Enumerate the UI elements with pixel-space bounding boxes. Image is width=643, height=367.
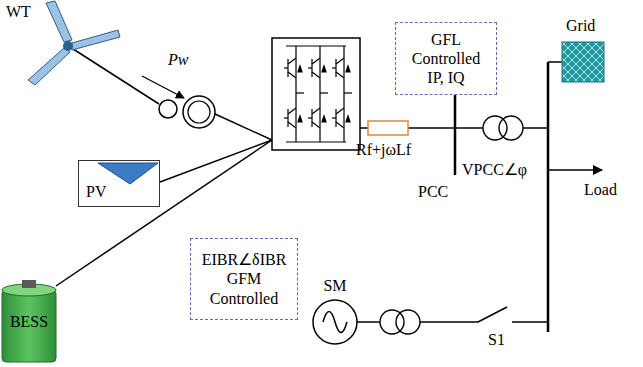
node-text: EIBR∠δIBR xyxy=(195,250,293,269)
node-text: BESS xyxy=(2,312,56,331)
control-box: GFL ControlledIP, IQ xyxy=(395,22,497,95)
pv-box: PV xyxy=(78,160,160,207)
control-box: EIBR∠δIBRGFM Controlled xyxy=(190,238,298,320)
ac-wires xyxy=(357,62,562,332)
inverter xyxy=(272,38,360,150)
converter-ring xyxy=(188,101,210,123)
switch-label: S1 xyxy=(488,330,505,349)
bus-label: PCC xyxy=(418,182,448,201)
load-arrow xyxy=(548,169,602,171)
component-label: Grid xyxy=(566,16,595,35)
node-text: GFM Controlled xyxy=(195,269,293,307)
transformer-symbol xyxy=(380,310,420,334)
power-arrow xyxy=(142,76,184,98)
node-text: SM xyxy=(305,276,365,295)
node-text: GFL Controlled xyxy=(400,30,492,68)
generator-symbol xyxy=(159,100,177,118)
converter-ring xyxy=(183,96,215,128)
machine-box: SM xyxy=(305,276,365,300)
battery xyxy=(2,280,56,362)
wind-turbine xyxy=(28,1,159,104)
grid-icon xyxy=(562,42,604,82)
signal-label: Pw xyxy=(168,50,188,69)
pv-panel xyxy=(98,163,158,184)
node-text: PV xyxy=(86,182,155,201)
node-text: IP, IQ xyxy=(400,68,492,87)
impedance-label: Rf+jωLf xyxy=(356,140,411,159)
filter-impedance xyxy=(368,121,408,135)
voltage-label: VPCC∠φ xyxy=(462,160,527,179)
component-label: WT xyxy=(6,2,31,21)
component-label: Load xyxy=(584,180,617,199)
transformer-symbol xyxy=(483,116,523,140)
battery-box: BESS xyxy=(2,282,56,362)
machine-symbol xyxy=(313,300,357,344)
